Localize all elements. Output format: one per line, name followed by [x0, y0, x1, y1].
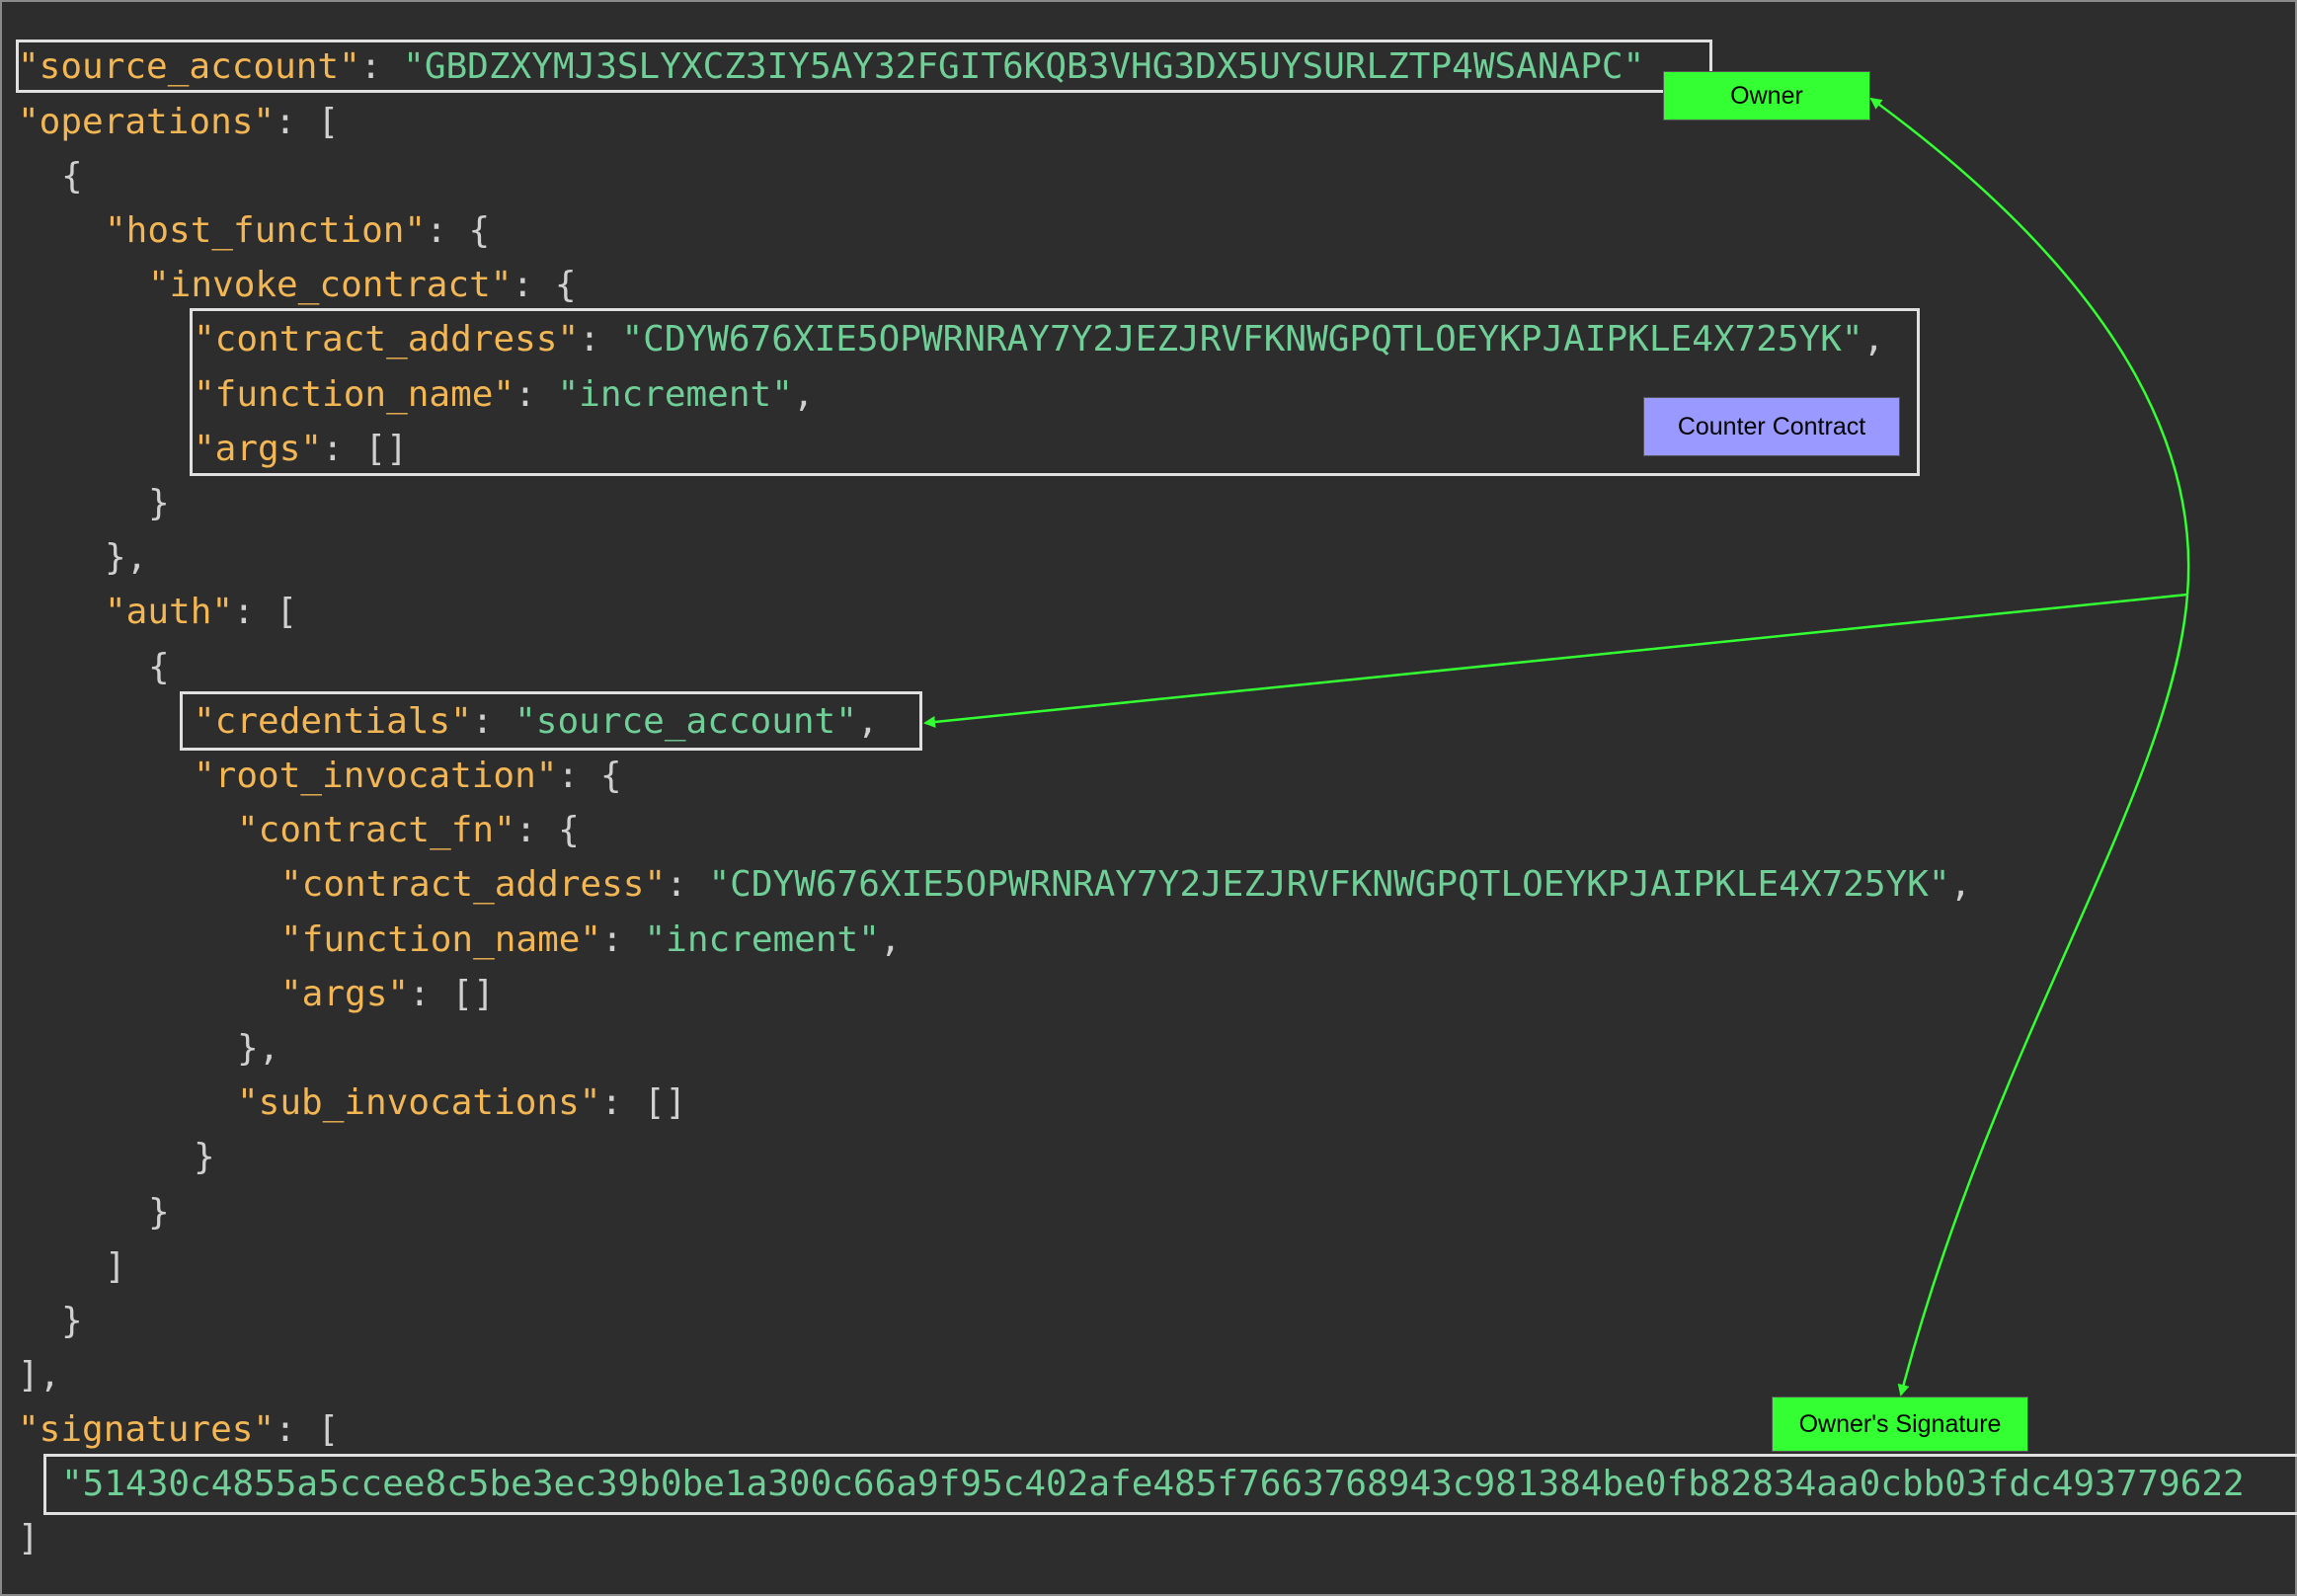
- counter-contract-label: Counter Contract: [1643, 397, 1900, 456]
- json-key: "host_function": [105, 210, 427, 251]
- code-line-brace: {: [61, 156, 83, 197]
- source-account-highlight: [16, 40, 1712, 93]
- code-line-root-invocation: "root_invocation": {: [194, 756, 622, 796]
- code-line-bracket: ]: [18, 1518, 40, 1558]
- credentials-highlight: [180, 691, 922, 751]
- counter-contract-highlight: [190, 308, 1920, 476]
- code-line-contract-fn: "contract_fn": {: [237, 810, 580, 850]
- json-string: "51430c4855a5ccee8c5be3ec39b0be1a300c66a…: [61, 1464, 2245, 1504]
- json-string: "CDYW676XIE5OPWRNRAY7Y2JEZJRVFKNWGPQTLOE…: [621, 319, 1863, 359]
- code-line-sub-invocations: "sub_invocations": []: [237, 1082, 687, 1123]
- json-key: "source_account": [18, 46, 360, 87]
- json-key: "args": [280, 974, 410, 1014]
- json-key: "root_invocation": [194, 756, 558, 796]
- json-empty-array: []: [451, 974, 495, 1014]
- code-line-function-name: "function_name": "increment",: [194, 374, 815, 415]
- json-key: "function_name": [280, 919, 602, 960]
- signature-highlight: [43, 1454, 2297, 1515]
- code-line-args: "args": []: [194, 429, 408, 469]
- code-line-contract-address: "contract_address": "CDYW676XIE5OPWRNRAY…: [194, 319, 1885, 359]
- code-line-brace: }: [148, 483, 170, 523]
- code-line-signatures: "signatures": [: [18, 1409, 340, 1450]
- json-key: "signatures": [18, 1409, 276, 1450]
- code-line-host-function: "host_function": {: [105, 210, 491, 251]
- json-string: "source_account": [515, 701, 857, 742]
- json-string: "increment": [644, 919, 880, 960]
- arrow-to-owner: [1869, 97, 2190, 596]
- code-line-bracket: ],: [18, 1355, 61, 1396]
- code-line-signature-value: "51430c4855a5ccee8c5be3ec39b0be1a300c66a…: [61, 1459, 2245, 1510]
- json-string: "GBDZXYMJ3SLYXCZ3IY5AY32FGIT6KQB3VHG3DX5…: [403, 46, 1645, 87]
- code-line-function-name-2: "function_name": "increment",: [280, 919, 902, 960]
- json-key: "sub_invocations": [237, 1082, 601, 1123]
- json-string: "increment": [557, 374, 793, 415]
- code-line-source-account: "source_account": "GBDZXYMJ3SLYXCZ3IY5AY…: [18, 46, 1645, 87]
- code-line-credentials: "credentials": "source_account",: [194, 701, 879, 742]
- json-key: "function_name": [194, 374, 515, 415]
- code-line-contract-address-2: "contract_address": "CDYW676XIE5OPWRNRAY…: [280, 864, 1972, 905]
- json-empty-array: []: [364, 429, 408, 469]
- owners-signature-label: Owner's Signature: [1772, 1396, 2028, 1452]
- code-line-args-2: "args": []: [280, 974, 495, 1014]
- code-line-brace: }: [61, 1301, 83, 1341]
- code-line-bracket: ]: [105, 1246, 126, 1287]
- json-key: "contract_address": [194, 319, 580, 359]
- code-line-brace: },: [105, 537, 148, 578]
- json-key: "credentials": [194, 701, 472, 742]
- arrow-to-credentials: [923, 593, 2188, 728]
- json-string: "CDYW676XIE5OPWRNRAY7Y2JEZJRVFKNWGPQTLOE…: [708, 864, 1950, 905]
- json-key: "invoke_contract": [148, 265, 513, 305]
- json-key: "operations": [18, 102, 276, 142]
- code-line-brace: }: [194, 1137, 215, 1177]
- code-line-brace: },: [237, 1028, 280, 1069]
- json-key: "args": [194, 429, 323, 469]
- json-empty-array: []: [643, 1082, 687, 1123]
- owner-label: Owner: [1663, 71, 1870, 120]
- json-key: "contract_address": [280, 864, 667, 905]
- code-line-brace: {: [148, 647, 170, 687]
- arrow-to-signature: [1897, 594, 2189, 1396]
- json-key: "contract_fn": [237, 810, 515, 850]
- code-line-brace: }: [148, 1192, 170, 1233]
- json-key: "auth": [105, 592, 234, 632]
- code-line-operations: "operations": [: [18, 102, 340, 142]
- code-line-auth: "auth": [: [105, 592, 298, 632]
- code-line-invoke-contract: "invoke_contract": {: [148, 265, 577, 305]
